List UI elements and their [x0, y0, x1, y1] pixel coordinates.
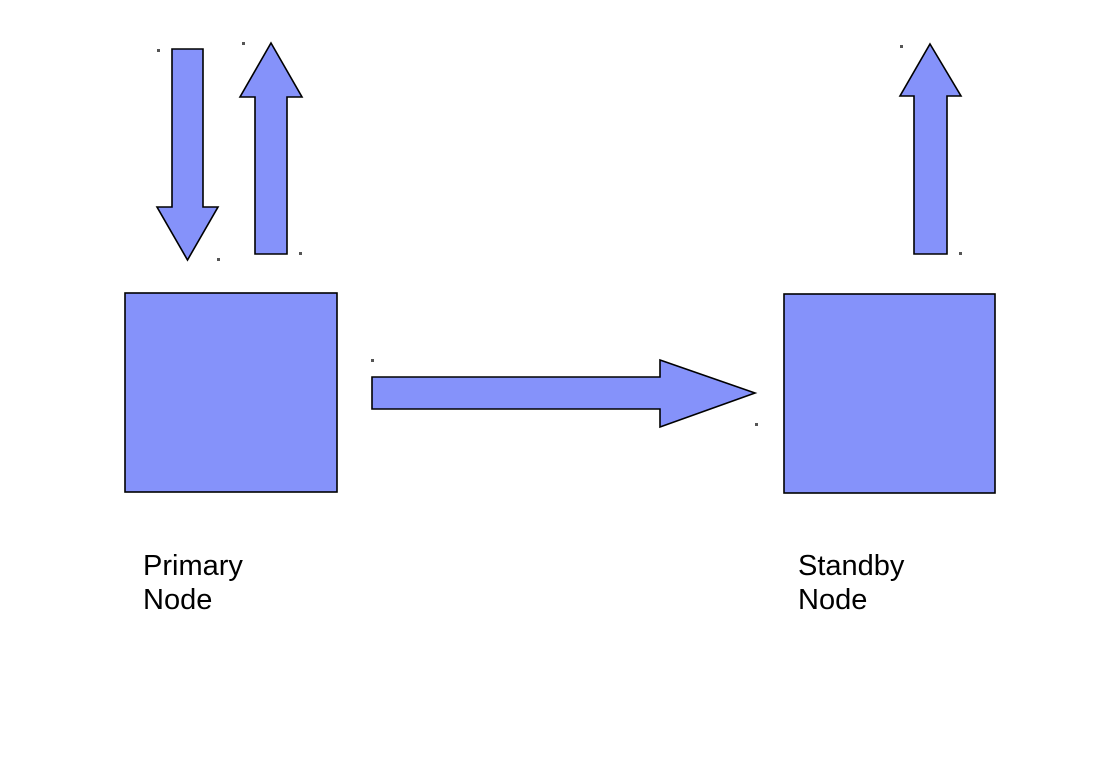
primary-to-standby-arrow — [371, 358, 758, 429]
standby-node-label: Standby Node — [798, 550, 905, 616]
primary-node-box — [124, 292, 338, 493]
artifact-dot — [371, 359, 374, 362]
artifact-dot — [755, 423, 758, 426]
standby-node-box — [783, 293, 996, 494]
primary-down-arrow — [155, 48, 220, 262]
primary-up-arrow — [238, 41, 304, 255]
artifact-dot — [900, 45, 903, 48]
artifact-dot — [959, 252, 962, 255]
primary-node-label: Primary Node — [143, 550, 243, 616]
standby-up-arrow — [898, 42, 963, 255]
artifact-dot — [242, 42, 245, 45]
artifact-dot — [299, 252, 302, 255]
artifact-dot — [157, 49, 160, 52]
artifact-dot — [217, 258, 220, 261]
